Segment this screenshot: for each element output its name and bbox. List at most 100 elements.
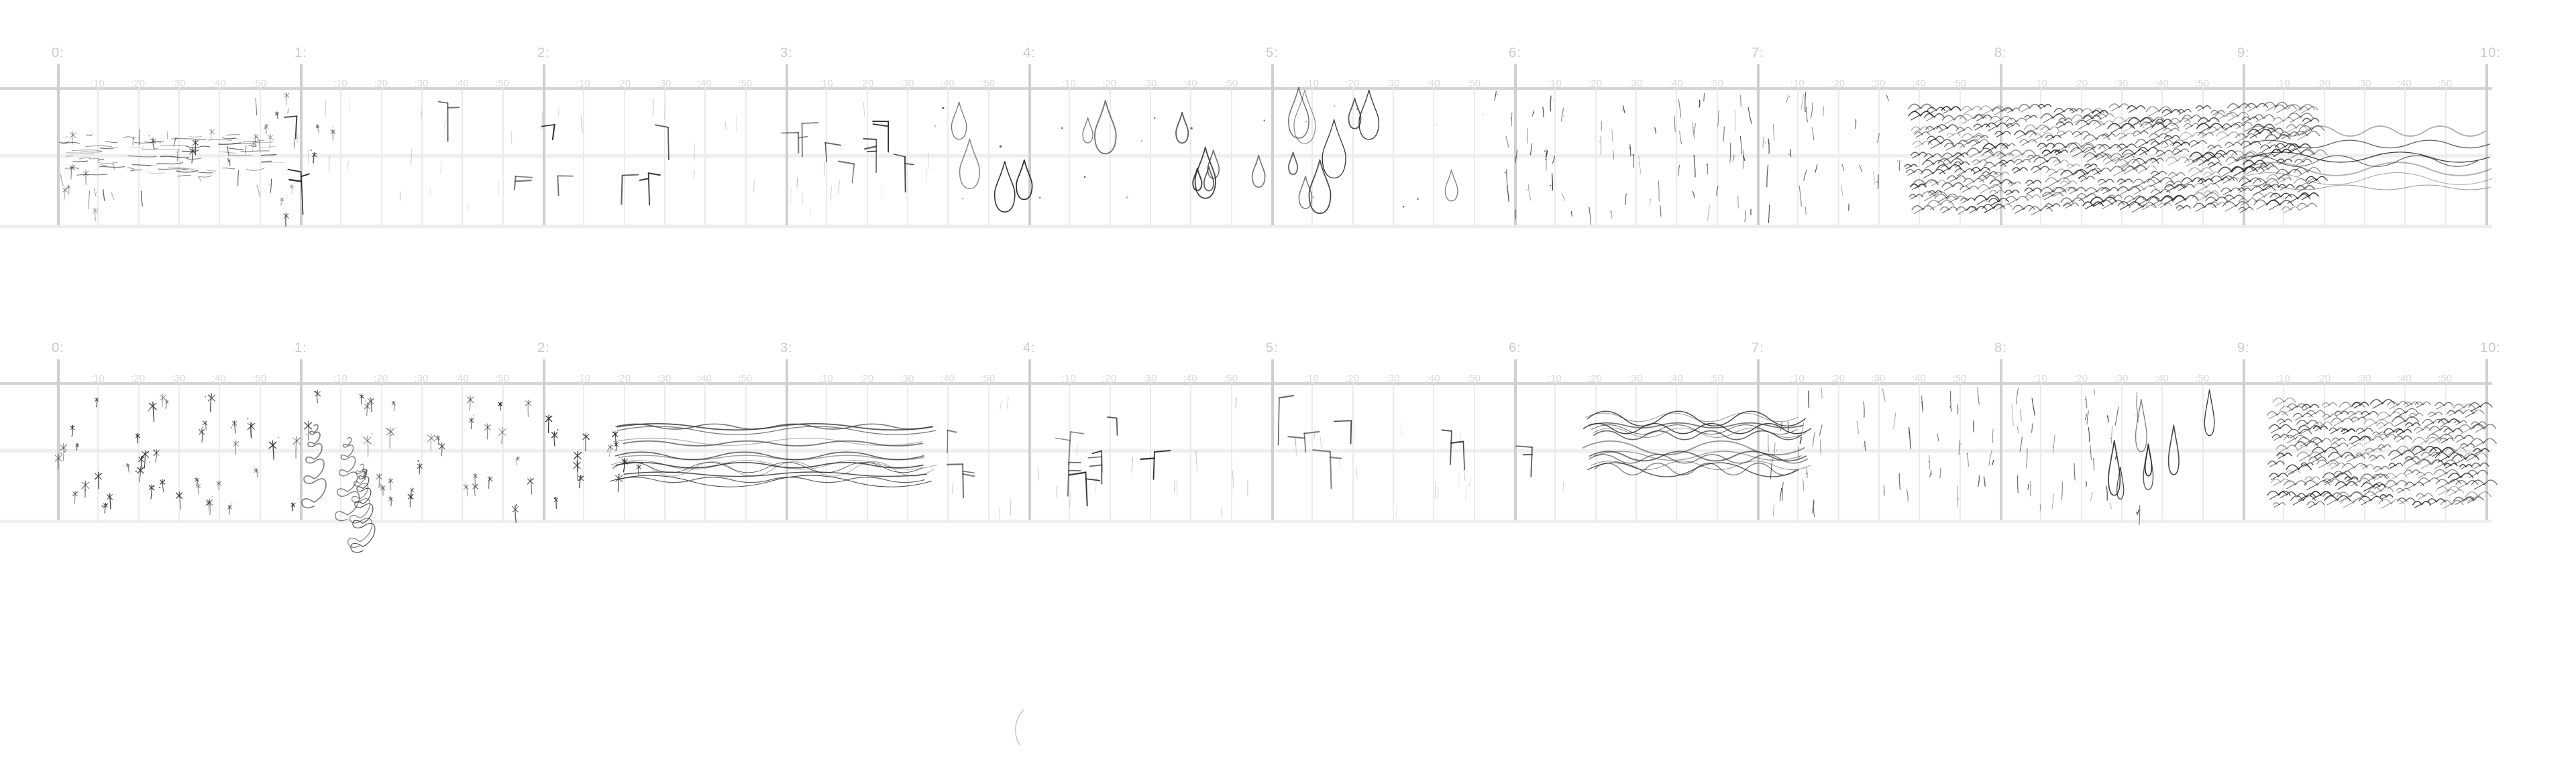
axis-rule bbox=[0, 520, 2492, 523]
minute-label: :30 bbox=[900, 78, 914, 89]
minute-label: :10 bbox=[333, 78, 347, 89]
minute-tick bbox=[2202, 382, 2204, 388]
minute-label: :10 bbox=[90, 373, 105, 384]
hour-label-1: 1: bbox=[294, 341, 307, 355]
grid-line bbox=[1473, 91, 1475, 226]
minute-tick bbox=[2202, 87, 2204, 93]
minute-tick bbox=[1311, 382, 1313, 388]
minute-label: :30 bbox=[1871, 373, 1886, 384]
minute-label: :40 bbox=[454, 78, 469, 89]
minute-label: :50 bbox=[1466, 373, 1481, 384]
minute-label: :20 bbox=[131, 78, 146, 89]
grid-line bbox=[340, 386, 342, 521]
hour-label-1: 1: bbox=[294, 46, 307, 60]
grid-line bbox=[421, 386, 423, 521]
hour-tick-4 bbox=[1028, 64, 1031, 225]
minute-label: :30 bbox=[2114, 373, 2129, 384]
minute-tick bbox=[2283, 87, 2285, 93]
minute-label: :20 bbox=[1831, 373, 1845, 384]
minute-tick bbox=[421, 87, 423, 93]
grid-line bbox=[1393, 386, 1394, 521]
minute-tick bbox=[178, 382, 180, 388]
hour-tick-1 bbox=[300, 359, 303, 520]
minute-label: :30 bbox=[171, 373, 186, 384]
minute-label: :50 bbox=[981, 78, 996, 89]
minute-tick bbox=[1109, 382, 1111, 388]
minute-label: :40 bbox=[211, 373, 226, 384]
minute-tick bbox=[1433, 87, 1435, 93]
minute-label: :40 bbox=[1426, 373, 1440, 384]
grid-line bbox=[1878, 386, 1880, 521]
hour-tick-9 bbox=[2243, 359, 2245, 520]
minute-label: :10 bbox=[1061, 78, 1076, 89]
minute-label: :50 bbox=[1952, 78, 1967, 89]
hour-tick-8 bbox=[2000, 64, 2002, 225]
grid-line bbox=[1595, 91, 1597, 226]
grid-line bbox=[2283, 386, 2285, 521]
minute-label: :50 bbox=[2438, 373, 2453, 384]
grid-line bbox=[97, 386, 99, 521]
minute-tick bbox=[340, 87, 342, 93]
minute-label: :30 bbox=[1142, 373, 1157, 384]
minute-label: :10 bbox=[90, 78, 105, 89]
hour-tick-8 bbox=[2000, 359, 2002, 520]
minute-tick bbox=[1716, 382, 1718, 388]
minute-label: :10 bbox=[2275, 78, 2290, 89]
minute-tick bbox=[2161, 87, 2163, 93]
grid-line bbox=[2121, 386, 2123, 521]
grid-line bbox=[1109, 386, 1111, 521]
minute-tick bbox=[987, 87, 989, 93]
minute-tick bbox=[380, 382, 382, 388]
grid-line bbox=[1150, 91, 1151, 226]
hour-label-3: 3: bbox=[780, 46, 793, 60]
minute-label: :40 bbox=[454, 373, 469, 384]
minute-tick bbox=[907, 87, 908, 93]
minute-label: :10 bbox=[576, 78, 590, 89]
minute-tick bbox=[502, 87, 504, 93]
axis-rule bbox=[0, 225, 2492, 228]
minute-tick bbox=[1797, 87, 1799, 93]
minute-label: :40 bbox=[1183, 78, 1197, 89]
minute-tick bbox=[1352, 382, 1354, 388]
grid-line bbox=[866, 91, 868, 226]
minute-tick bbox=[1393, 382, 1394, 388]
minute-label: :30 bbox=[900, 373, 914, 384]
minute-label: :10 bbox=[2033, 78, 2047, 89]
minute-tick bbox=[138, 87, 140, 93]
grid-line bbox=[664, 91, 665, 226]
minute-tick bbox=[502, 382, 504, 388]
minute-tick bbox=[1150, 87, 1151, 93]
minute-label: :10 bbox=[2033, 373, 2047, 384]
grid-line bbox=[219, 91, 221, 226]
minute-label: :30 bbox=[414, 373, 429, 384]
grid-line bbox=[1109, 91, 1111, 226]
minute-label: :50 bbox=[738, 78, 753, 89]
minute-tick bbox=[1959, 382, 1961, 388]
minute-tick bbox=[583, 382, 585, 388]
minute-tick bbox=[380, 87, 382, 93]
grid-line bbox=[1797, 386, 1799, 521]
grid-line bbox=[1230, 91, 1232, 226]
grid-line bbox=[2040, 386, 2042, 521]
minute-label: :50 bbox=[981, 373, 996, 384]
minute-label: :20 bbox=[374, 373, 388, 384]
minute-label: :10 bbox=[1790, 78, 1805, 89]
minute-tick bbox=[623, 87, 625, 93]
grid-line bbox=[2323, 386, 2325, 521]
grid-line bbox=[1919, 91, 1921, 226]
grid-line bbox=[462, 386, 464, 521]
minute-label: :10 bbox=[2275, 373, 2290, 384]
minute-label: :40 bbox=[2154, 373, 2169, 384]
grid-line bbox=[745, 91, 747, 226]
minute-label: :50 bbox=[1224, 78, 1238, 89]
minute-tick bbox=[1473, 87, 1475, 93]
minute-label: :30 bbox=[2357, 373, 2371, 384]
grid-line bbox=[462, 91, 464, 226]
minute-label: :50 bbox=[738, 373, 753, 384]
minute-tick bbox=[1230, 382, 1232, 388]
grid-line bbox=[2283, 91, 2285, 226]
grid-line bbox=[2161, 91, 2163, 226]
minute-tick bbox=[1635, 382, 1637, 388]
grid-line bbox=[2404, 91, 2406, 226]
grid-line bbox=[1959, 91, 1961, 226]
